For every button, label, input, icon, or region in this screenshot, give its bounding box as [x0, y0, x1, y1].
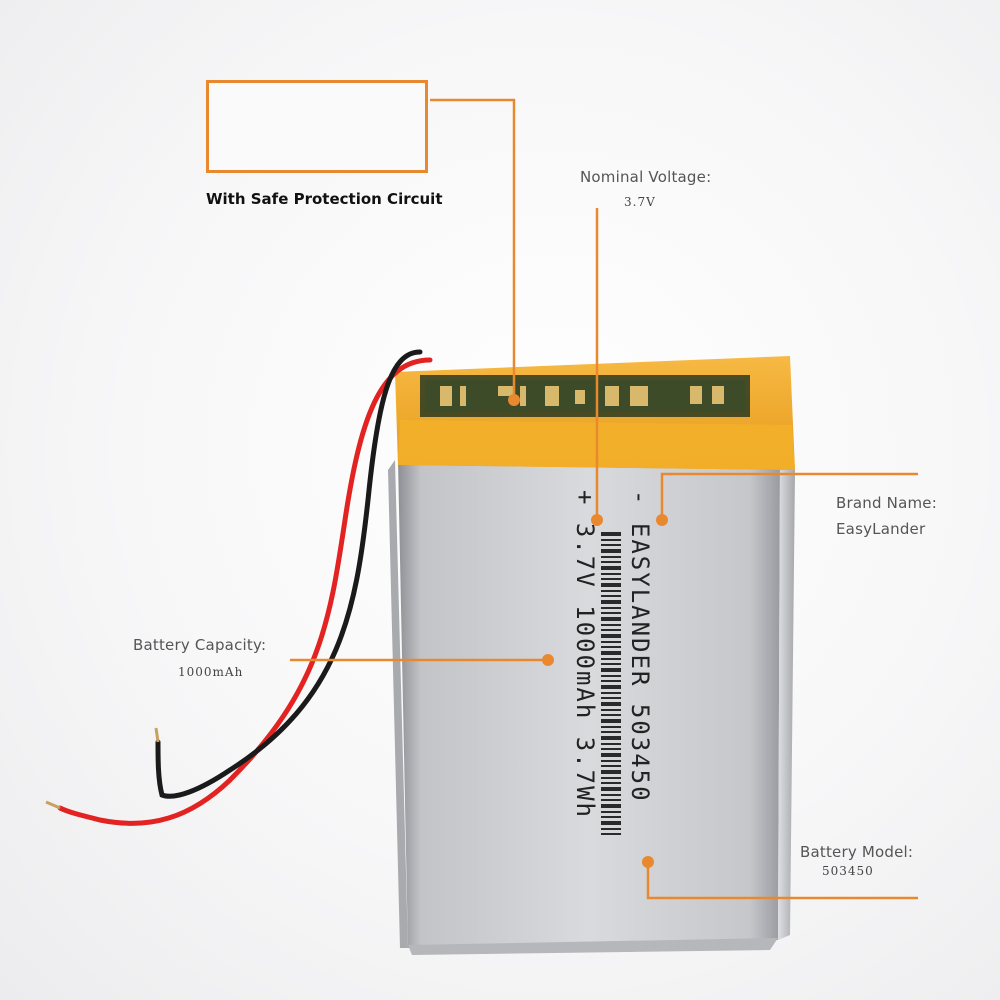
protection-circuit-inset: [206, 80, 428, 173]
barcode-bar: [601, 731, 621, 733]
barcode-bar: [601, 651, 621, 655]
barcode-bar: [601, 646, 621, 648]
barcode-bar: [601, 561, 621, 563]
barcode-bar: [601, 816, 621, 818]
barcode-bar: [601, 532, 621, 536]
barcode-bar: [601, 685, 621, 689]
barcode-bar: [601, 578, 621, 580]
capacity-title: Battery Capacity:: [133, 636, 267, 654]
barcode-bar: [601, 828, 621, 830]
barcode-bar: [601, 736, 621, 740]
barcode-bar: [601, 612, 621, 614]
barcode-bar: [601, 566, 621, 570]
barcode-bar: [601, 583, 621, 587]
battery-top-tape: [395, 356, 795, 470]
barcode-bar: [601, 573, 621, 575]
barcode-bar: [601, 709, 621, 711]
model-title: Battery Model:: [800, 843, 914, 861]
barcode-bar: [601, 680, 621, 682]
barcode-bar: [601, 833, 621, 835]
barcode-bar: [601, 634, 621, 638]
barcode-bar: [601, 668, 621, 672]
barcode-bar: [601, 697, 621, 699]
barcode-bar: [601, 787, 621, 791]
barcode-bar: [601, 658, 621, 660]
battery-print: - EASYLANDER 503450 + 3.7V 1000mAh 3.7Wh: [571, 490, 654, 819]
brand-value: EasyLander: [836, 520, 926, 538]
barcode-bar: [601, 539, 621, 541]
protection-title: With Safe Protection Circuit: [206, 190, 443, 208]
battery-print-line2: + 3.7V 1000mAh 3.7Wh: [571, 490, 599, 819]
barcode-bar: [601, 629, 621, 631]
voltage-title: Nominal Voltage:: [580, 168, 712, 186]
callout-dots: [508, 394, 668, 868]
barcode-bar: [601, 617, 621, 621]
barcode-bar: [601, 799, 621, 801]
barcode-bar: [601, 544, 621, 546]
brand-title: Brand Name:: [836, 494, 937, 512]
barcode-bar: [601, 641, 621, 643]
barcode-bar: [601, 760, 621, 762]
barcode-bar: [601, 624, 621, 626]
barcode-bar: [601, 702, 621, 706]
battery-print-line1: - EASYLANDER 503450: [626, 490, 654, 803]
barcode-bar: [601, 549, 621, 553]
barcode-bar: [601, 675, 621, 677]
barcode-bar: [601, 600, 621, 604]
battery-cell: [388, 460, 795, 955]
battery-wires: [45, 349, 433, 826]
barcode-bar: [601, 743, 621, 745]
barcode-bar: [601, 821, 621, 825]
barcode-bar: [601, 811, 621, 813]
barcode-bar: [601, 794, 621, 796]
model-value: 503450: [822, 864, 874, 878]
barcode-bar: [601, 777, 621, 779]
barcode-bar: [601, 770, 621, 774]
barcode-bar: [601, 748, 621, 750]
barcode-bar: [601, 556, 621, 558]
callout-lines: [290, 98, 918, 900]
barcode-bar: [601, 726, 621, 728]
barcode-bar: [601, 714, 621, 716]
capacity-value: 1000mAh: [178, 665, 244, 679]
barcode-bar: [601, 765, 621, 767]
barcode-bar: [601, 782, 621, 784]
voltage-value: 3.7V: [624, 195, 656, 209]
barcode-bar: [601, 663, 621, 665]
barcode-bar: [601, 590, 621, 592]
barcode-bar: [601, 719, 621, 723]
barcode-bar: [601, 607, 621, 609]
barcode-bar: [601, 753, 621, 757]
barcode-bar: [601, 595, 621, 597]
barcode-bar: [601, 804, 621, 808]
barcode-bar: [601, 692, 621, 694]
